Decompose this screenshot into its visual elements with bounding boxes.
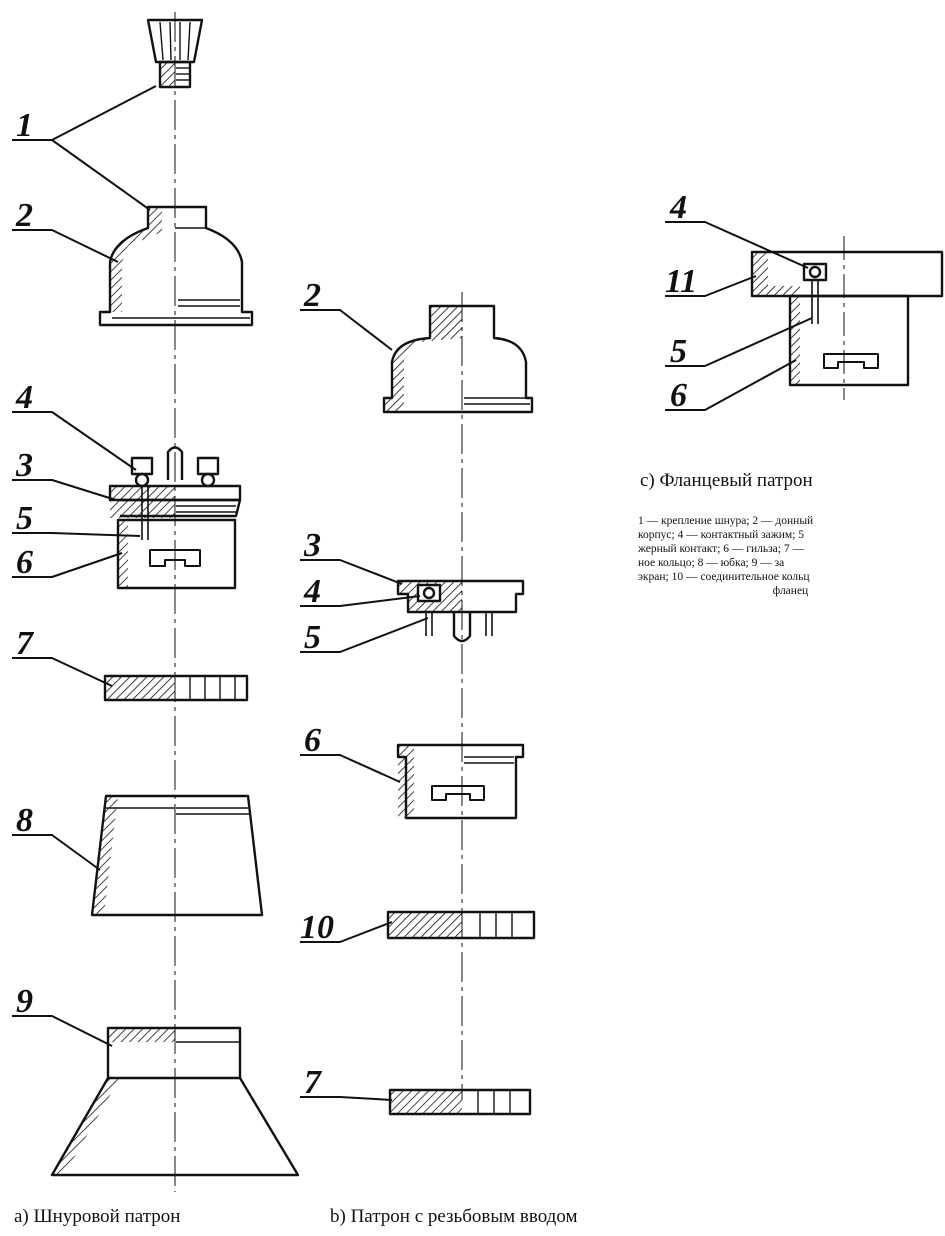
- part-b-bottom-housing: [382, 304, 534, 414]
- caption-b: b) Патрон с резьбовым вводом: [330, 1206, 578, 1227]
- part-a-leaders: [12, 85, 157, 1047]
- label-b-3: 3: [303, 527, 321, 564]
- part-a-shade: [50, 1026, 300, 1177]
- caption-a: а) Шнуровой патрон: [14, 1206, 181, 1227]
- label-a-4: 4: [15, 379, 33, 416]
- label-a-7: 7: [16, 625, 35, 662]
- label-b-10: 10: [300, 909, 334, 946]
- part-b-ring-7: [388, 1088, 532, 1116]
- part-c-leaders: [665, 221, 813, 411]
- label-a-5: 5: [16, 500, 33, 537]
- legend-line: корпус; 4 — контактный зажим; 5: [638, 529, 804, 541]
- label-a-2: 2: [15, 197, 33, 234]
- label-a-8: 8: [16, 802, 33, 839]
- label-c-6: 6: [670, 377, 687, 414]
- caption-c: с) Фланцевый патрон: [640, 470, 813, 491]
- part-a-insulating-body: [108, 446, 242, 590]
- label-a-6: 6: [16, 544, 33, 581]
- part-b-sleeve: [396, 743, 525, 820]
- label-c-4: 4: [669, 189, 687, 226]
- label-b-5: 5: [304, 619, 321, 656]
- part-c-flange-lampholder: [750, 236, 944, 400]
- part-a-skirt: [90, 794, 264, 917]
- legend: 1 — крепление шнура; 2 — донный корпус; …: [638, 514, 943, 598]
- label-b-7: 7: [304, 1064, 323, 1101]
- legend-line: жерный контакт; 6 — гильза; 7 —: [638, 543, 804, 555]
- part-a-ring-7: [103, 674, 249, 702]
- legend-line: экран; 10 — соединительное кольц: [638, 571, 810, 583]
- part-a-cord-grip: [146, 18, 204, 89]
- label-c-5: 5: [670, 333, 687, 370]
- label-b-6: 6: [304, 722, 321, 759]
- part-b-insulating-body: [396, 579, 525, 643]
- label-c-11: 11: [665, 263, 697, 300]
- label-a-9: 9: [16, 983, 33, 1020]
- part-a-bottom-housing: [98, 205, 254, 327]
- label-b-4: 4: [303, 573, 321, 610]
- label-b-2: 2: [303, 277, 321, 314]
- label-a-1: 1: [16, 107, 33, 144]
- part-b-leaders: [300, 309, 429, 1101]
- legend-line: 1 — крепление шнура; 2 — донный: [638, 515, 814, 527]
- legend-line: ное кольцо; 8 — юбка; 9 — за: [638, 557, 785, 569]
- part-b-connecting-ring: [386, 910, 536, 940]
- label-a-3: 3: [15, 447, 33, 484]
- legend-line: фланец: [772, 585, 809, 597]
